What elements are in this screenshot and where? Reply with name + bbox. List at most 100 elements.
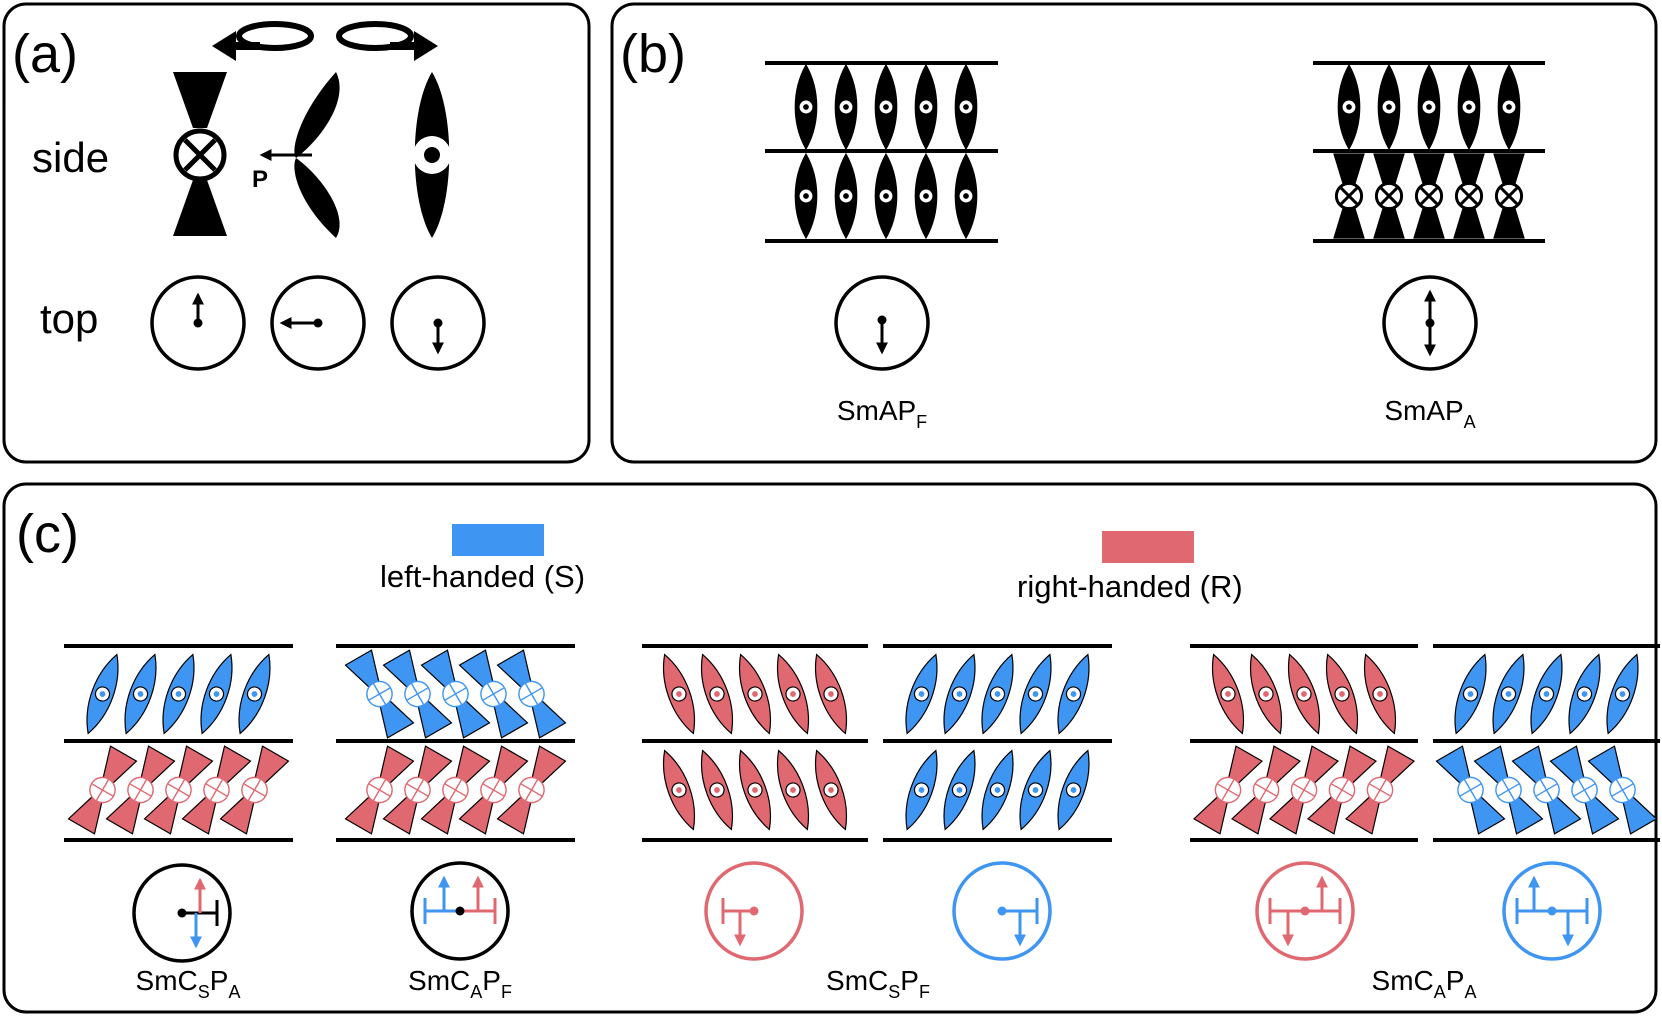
lens-molecule xyxy=(1457,63,1481,151)
lens-molecule xyxy=(1606,653,1639,735)
bowtie-molecule xyxy=(1473,745,1544,835)
cross-line xyxy=(410,682,425,706)
side-molecule-into-page xyxy=(173,72,227,236)
molecule-center-dot xyxy=(1425,318,1435,328)
dot-center xyxy=(1505,691,1512,697)
bowtie-top xyxy=(1493,153,1525,187)
phase-label-smcapf: SmCAPF xyxy=(408,965,512,1002)
dot-center xyxy=(213,691,220,697)
lens-molecule xyxy=(943,653,976,735)
bowtie-molecule xyxy=(1231,745,1301,835)
bowtie-bottom xyxy=(1493,205,1525,239)
dot-center xyxy=(1581,691,1588,697)
lens-molecule xyxy=(954,152,978,240)
lens-molecule xyxy=(701,749,733,831)
bowtie-molecule xyxy=(105,745,176,835)
lens-molecule xyxy=(905,749,938,831)
dot-center xyxy=(1032,787,1039,793)
dot-center xyxy=(1263,691,1269,697)
cross-line xyxy=(448,778,463,802)
lens-molecule xyxy=(739,653,771,735)
molecule-center-dot xyxy=(997,906,1007,916)
lens-molecule xyxy=(777,653,809,735)
top-view-smapa xyxy=(1382,275,1478,371)
top-view-smcspf-left xyxy=(952,861,1052,961)
bowtie-molecule xyxy=(219,745,290,835)
dot-center xyxy=(714,787,720,793)
cross-line xyxy=(372,778,387,802)
panel-a-frame xyxy=(2,2,591,464)
dot-center xyxy=(1619,691,1626,697)
lens-molecule xyxy=(1212,653,1244,735)
top-view-left xyxy=(270,275,366,371)
cross-line xyxy=(1577,778,1592,802)
lens-molecule xyxy=(701,653,733,735)
lens-molecule xyxy=(1568,653,1601,735)
cross-line xyxy=(1539,778,1554,802)
cross-line xyxy=(1221,778,1235,802)
dot-center xyxy=(790,787,796,793)
cross-line xyxy=(1501,778,1516,802)
dot-center xyxy=(137,691,144,697)
dot-center xyxy=(1032,691,1039,697)
cross-line xyxy=(1259,778,1273,802)
molecule-center-dot xyxy=(177,908,187,918)
cross-line xyxy=(1373,778,1387,802)
lens-molecule xyxy=(815,749,847,831)
lens-molecule xyxy=(1497,63,1521,151)
dot-center xyxy=(963,104,969,110)
dot-center xyxy=(803,193,809,199)
panel-c-frame xyxy=(2,482,1658,1014)
dot-center xyxy=(956,691,963,697)
legend-swatch-left-handed xyxy=(452,524,544,556)
rotation-arrow-right xyxy=(336,21,438,61)
legend-text-left-handed: left-handed (S) xyxy=(380,559,585,594)
dot-center xyxy=(752,691,758,697)
bowtie-molecule xyxy=(420,649,491,739)
lens-molecule xyxy=(1057,653,1090,735)
bowtie-bottom xyxy=(1453,205,1485,239)
cross-line xyxy=(372,682,387,706)
cross-line xyxy=(524,682,539,706)
bowtie-molecule xyxy=(458,745,529,835)
lens-molecule xyxy=(794,152,818,240)
dot-center xyxy=(828,691,834,697)
cross-line xyxy=(209,778,224,802)
lens-molecule xyxy=(981,749,1014,831)
bowtie-molecule xyxy=(1435,745,1506,835)
top-view-smapf xyxy=(834,275,930,371)
dot-center xyxy=(923,104,929,110)
cross-line xyxy=(247,778,262,802)
bowtie-top xyxy=(1333,153,1365,187)
dot-center xyxy=(1070,787,1077,793)
bowtie-molecule xyxy=(1333,153,1365,239)
phase-label-smcspf: SmCSPF xyxy=(826,965,930,1002)
lens-molecule xyxy=(1417,63,1441,151)
bowtie-molecule xyxy=(1413,153,1445,239)
lens-molecule xyxy=(1337,63,1361,151)
cross-line xyxy=(171,778,186,802)
lens-molecule xyxy=(777,749,809,831)
lens-molecule xyxy=(162,653,195,735)
lens-molecule xyxy=(739,749,771,831)
bowtie-bottom xyxy=(1333,205,1365,239)
lens-molecule xyxy=(943,749,976,831)
dot-center xyxy=(1339,691,1345,697)
side-molecule-bent: P xyxy=(252,72,340,238)
panel-b-diagrams xyxy=(765,61,1545,371)
lens-molecule xyxy=(1019,653,1052,735)
bowtie-molecule xyxy=(1373,153,1405,239)
dot-center xyxy=(1377,691,1383,697)
dot-center xyxy=(918,691,925,697)
dot-center xyxy=(1467,691,1474,697)
dot-center xyxy=(843,193,849,199)
bowtie-top xyxy=(1453,153,1485,187)
phase-label-smapa: SmAPA xyxy=(1384,395,1475,432)
bowtie-bottom xyxy=(1413,205,1445,239)
bowtie-molecule xyxy=(1269,745,1339,835)
cross-line xyxy=(524,778,539,802)
dot-center xyxy=(99,691,106,697)
dot-center xyxy=(676,787,682,793)
lens-molecule xyxy=(663,653,695,735)
dot-center xyxy=(1426,104,1432,110)
